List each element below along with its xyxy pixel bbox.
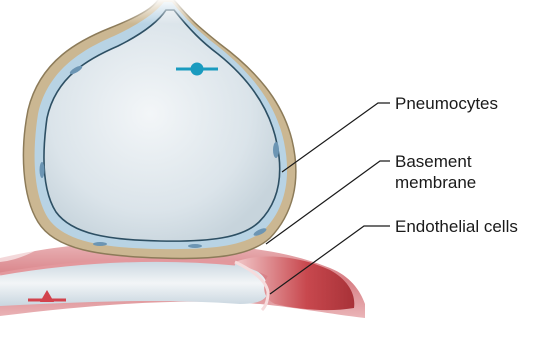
pneumocyte-nucleus bbox=[93, 242, 107, 246]
alveolus bbox=[23, 0, 295, 258]
label-basement-membrane-line2: membrane bbox=[395, 173, 476, 192]
pneumocyte-nucleus bbox=[40, 162, 45, 178]
pneumocyte-nucleus bbox=[273, 142, 279, 158]
label-endothelial-cells: Endothelial cells bbox=[395, 217, 518, 236]
label-basement-membrane-line1: Basement bbox=[395, 152, 472, 171]
label-pneumocytes: Pneumocytes bbox=[395, 94, 498, 113]
alveolus-top-fade bbox=[100, 0, 240, 24]
pneumocytes-leader bbox=[282, 103, 390, 172]
pneumocyte-nucleus bbox=[188, 244, 202, 248]
